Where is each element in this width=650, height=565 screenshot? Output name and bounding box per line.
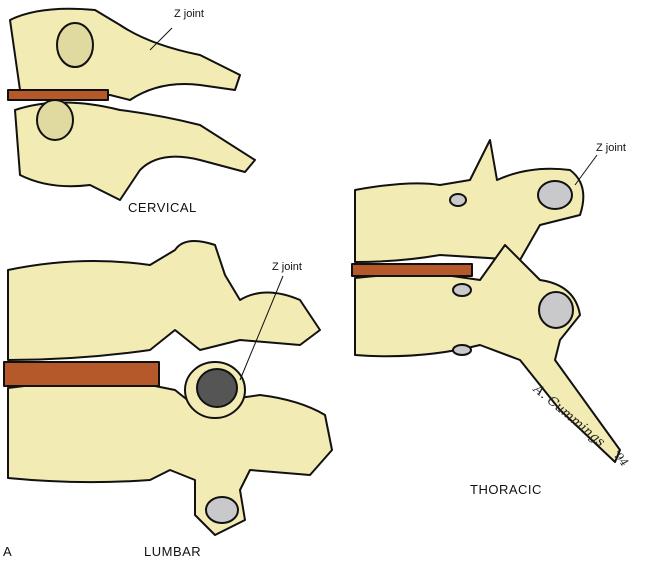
lumbar-vertebrae <box>3 240 333 536</box>
cervical-vertebrae <box>7 7 256 201</box>
thoracic-disc <box>351 263 473 277</box>
cervical-label: CERVICAL <box>128 200 197 215</box>
thoracic-z-joint-label: Z joint <box>596 142 626 154</box>
lumbar-disc <box>3 361 160 387</box>
cervical-disc <box>7 89 109 101</box>
lumbar-z-joint-surface <box>196 368 238 408</box>
cervical-z-joint-label: Z joint <box>174 8 204 20</box>
thoracic-label: THORACIC <box>470 482 542 497</box>
lumbar-label: LUMBAR <box>144 544 202 559</box>
thoracic-vertebrae <box>351 139 621 463</box>
lumbar-z-joint-label: Z joint <box>272 261 302 273</box>
leader-lines <box>149 27 598 381</box>
figure-label: A <box>3 544 13 559</box>
